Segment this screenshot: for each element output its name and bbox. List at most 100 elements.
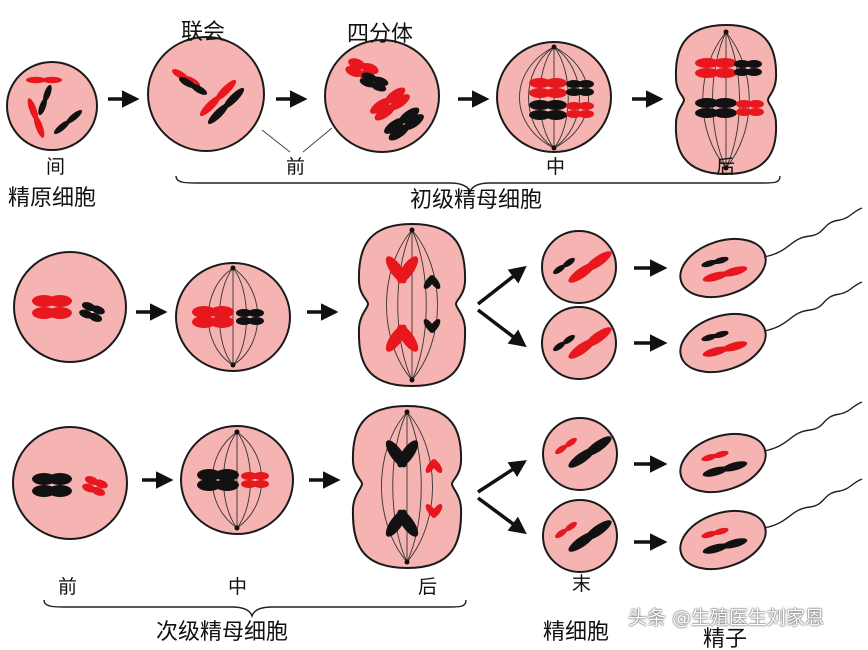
centrosome-icon [230,265,236,271]
chromosome-icon [568,251,612,283]
prophase-pointer [261,129,291,153]
chromosome-icon [702,341,748,357]
centrosome-icon [404,409,410,415]
sperm-cell-3 [679,432,767,494]
chromosome-icon [370,87,410,121]
chromosome-icon [26,76,62,84]
chromosome-icon [425,459,443,473]
chromosome-icon [241,472,269,488]
chromosome-icon [171,69,201,87]
chromosome-icon [555,521,577,539]
label-tetrad: 四分体 [347,22,414,47]
watermark: 头条 @生殖医生刘家恩 [628,607,825,629]
label-telophase-II: 末 [572,573,592,595]
chromosome-icon [79,302,105,322]
chromosome-icon [207,87,245,125]
centrosome-icon [551,145,557,151]
label-anaphase-II: 后 [418,576,438,598]
chromosome-icon [566,80,594,96]
right-arrow-icon [476,496,527,535]
chromosome-icon [734,60,762,76]
chromosome-icon [568,520,612,552]
chromosome-icon [702,461,748,477]
chromosome-icon [701,450,729,462]
right-arrow-icon [477,460,527,494]
spermatid-cell-1 [541,230,617,304]
chromosome-icon [359,72,389,92]
label-anaphase-I: 后 [716,156,736,178]
chromosome-icon [423,319,441,333]
chromosome-icon [32,295,72,319]
flagellum-icon [763,401,863,452]
chromosome-icon [695,58,737,78]
centrosome-icon [234,429,240,435]
prophase-II-cell-bottom [12,426,128,540]
prophase-pointer [302,127,333,153]
chromosome-icon [38,84,52,116]
chromosome-icon [529,78,567,98]
chromosome-icon [566,102,594,118]
chromosome-icon [553,257,575,275]
chromosome-icon [385,509,419,537]
chromosome-icon [423,275,441,289]
label-metaphase-II: 中 [228,576,248,598]
centrosome-icon [409,377,415,383]
centrosome-icon [723,165,729,171]
prophase-II-cell-top [13,251,127,363]
chromosome-icon [192,306,234,328]
spermatid-cell-4 [542,499,618,573]
chromosome-icon [702,266,748,282]
chromosome-icon [553,334,575,352]
flagellum-icon [763,207,863,258]
tetrad-cell [324,39,440,153]
centrosome-icon [409,227,415,233]
label-primary-spermatocyte: 初级精母细胞 [410,188,543,213]
chromosome-icon [568,436,612,468]
centrosome-icon [723,29,729,35]
label-synapsis: 联会 [181,20,226,45]
chromosome-icon [384,107,424,141]
chromosome-icon [178,77,208,95]
chromosome-icon [385,324,419,352]
spermatogonium-cell [6,61,98,151]
secondary-spermatocyte-brace [43,599,467,619]
chromosome-icon [385,256,419,284]
chromosome-icon [736,100,764,116]
chromosome-icon [199,79,237,117]
chromosome-icon [701,330,729,342]
flagellum-icon [763,281,863,332]
sperm-cell-2 [679,312,767,374]
sperm-cell-1 [679,237,767,299]
centrosome-icon [234,525,240,531]
label-metaphase-I: 中 [546,156,566,178]
chromosome-icon [385,440,419,468]
spindle-icon [381,411,433,563]
label-spermatid: 精细胞 [543,620,610,645]
label-interphase: 间 [46,156,66,178]
chromosome-icon [555,437,577,455]
label-prophase-II: 前 [58,576,78,598]
label-sperm: 精子 [703,627,748,650]
chromosome-icon [702,538,748,554]
primary-spermatocyte-brace [175,175,781,195]
chromosome-icon [701,527,729,539]
chromosome-icon [53,109,83,135]
chromosome-icon [32,473,72,497]
right-arrow-icon [476,265,527,306]
label-prophase-I: 前 [286,156,306,178]
centrosome-icon [404,559,410,565]
spindle-icon [386,229,438,381]
flagellum-icon [763,478,863,529]
sperm-cell-4 [679,509,767,571]
centrosome-icon [551,44,557,50]
label-secondary-spermatocyte: 次级精母细胞 [156,620,289,645]
chromosome-icon [197,469,239,491]
chromosome-icon [82,476,108,496]
chromosome-icon [695,98,737,118]
label-spermatogonium: 精原细胞 [8,186,97,211]
right-arrow-icon [476,308,527,348]
chromosome-icon [425,504,443,518]
chromosome-icon [568,327,612,359]
